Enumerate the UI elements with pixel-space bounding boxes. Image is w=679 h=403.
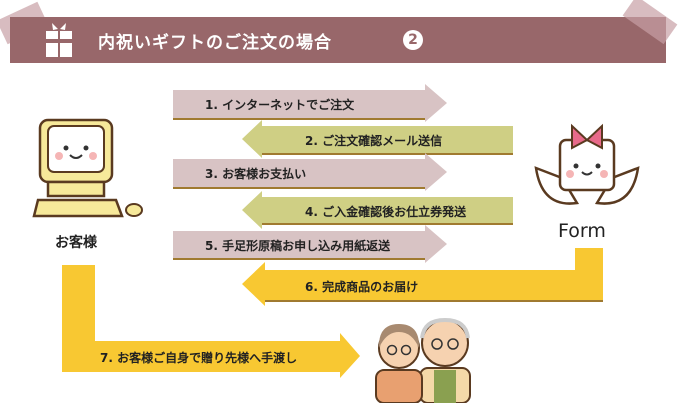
step-label: 6. 完成商品のお届け xyxy=(305,280,419,294)
arrow-step-1 xyxy=(173,84,447,122)
customer-label: お客様 xyxy=(55,235,97,251)
shop-mascot-icon xyxy=(534,123,640,205)
arrow-step-3 xyxy=(173,153,447,191)
arrow-step-6 xyxy=(242,248,603,306)
computer-icon xyxy=(32,118,143,218)
step-label: 7. お客様ご自身で贈り先様へ手渡し xyxy=(100,351,298,365)
step-label: 3. お客様お支払い xyxy=(205,167,307,181)
arrow-step-5 xyxy=(173,225,447,263)
elderly-couple-icon xyxy=(375,317,471,403)
shop-label: Form xyxy=(558,220,606,242)
arrow-step-4 xyxy=(242,191,513,229)
step-label: 1. インターネットでご注文 xyxy=(205,98,355,112)
arrow-step-2 xyxy=(242,120,513,158)
gift-icon xyxy=(46,23,72,57)
step-badge: 2 xyxy=(403,30,423,50)
arrow-step-7 xyxy=(62,265,360,378)
step-label: 2. ご注文確認メール送信 xyxy=(305,134,443,148)
step-label: 4. ご入金確認後お仕立券発送 xyxy=(305,205,467,219)
page-title: 内祝いギフトのご注文の場合 xyxy=(98,33,332,53)
title-banner xyxy=(10,17,666,63)
step-label: 5. 手足形原稿お申し込み用紙返送 xyxy=(205,239,391,253)
